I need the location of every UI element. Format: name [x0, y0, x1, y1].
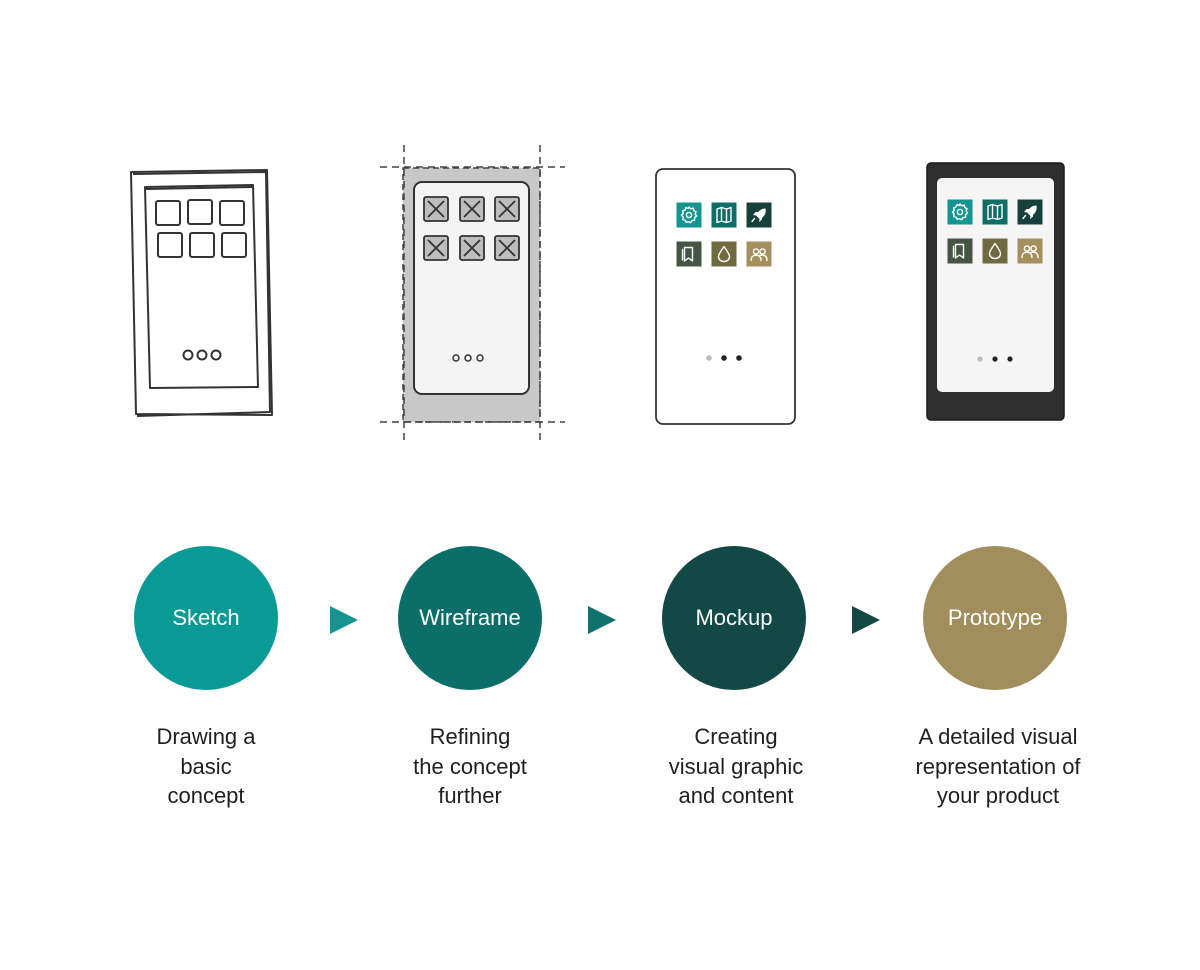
- phone-illustrations: [130, 145, 1065, 445]
- prototype-phone: [926, 162, 1065, 421]
- stage-description: Drawing a basic concept: [156, 724, 256, 808]
- gear-icon: [676, 202, 702, 228]
- placeholder-box-icon: [459, 196, 485, 222]
- stage-mockup-circle: Mockup: [662, 546, 806, 690]
- stage-sketch-circle: Sketch: [134, 546, 278, 690]
- placeholder-box-icon: [423, 196, 449, 222]
- rocket-icon: [1017, 199, 1043, 225]
- arrow-right-icon: [852, 606, 880, 634]
- stage-label: Prototype: [947, 605, 1043, 630]
- sketch-box: [219, 200, 245, 226]
- sketch-phone: [130, 169, 273, 417]
- stage-label: Sketch: [172, 605, 240, 630]
- arrow-right-icon: [330, 606, 358, 634]
- placeholder-box-icon: [494, 196, 520, 222]
- sketch-box: [187, 199, 213, 225]
- bookmark-icon: [947, 238, 973, 264]
- rocket-icon: [746, 202, 772, 228]
- stage-description: Refining the concept further: [413, 724, 527, 808]
- placeholder-box-icon: [423, 235, 449, 261]
- drop-icon: [711, 241, 737, 267]
- wireframe-phone: [380, 145, 565, 445]
- placeholder-box-icon: [494, 235, 520, 261]
- sketch-box: [221, 232, 247, 258]
- stage-wireframe-circle: Wireframe: [398, 546, 542, 690]
- placeholder-box-icon: [459, 235, 485, 261]
- users-icon: [746, 241, 772, 267]
- stage-prototype-circle: Prototype: [923, 546, 1067, 690]
- stage-label: Wireframe: [419, 605, 521, 630]
- arrow-right-icon: [588, 606, 616, 634]
- bookmark-icon: [676, 241, 702, 267]
- sketch-box: [189, 232, 215, 258]
- sketch-box: [155, 200, 181, 226]
- drop-icon: [982, 238, 1008, 264]
- map-icon: [982, 199, 1008, 225]
- users-icon: [1017, 238, 1043, 264]
- stage-description: Creating visual graphic and content: [668, 724, 804, 808]
- mockup-phone: [655, 168, 796, 425]
- stage-label: Mockup: [695, 605, 773, 630]
- map-icon: [711, 202, 737, 228]
- gear-icon: [947, 199, 973, 225]
- sketch-box: [157, 232, 183, 258]
- stage-description: A detailed visual representation of your…: [915, 724, 1081, 808]
